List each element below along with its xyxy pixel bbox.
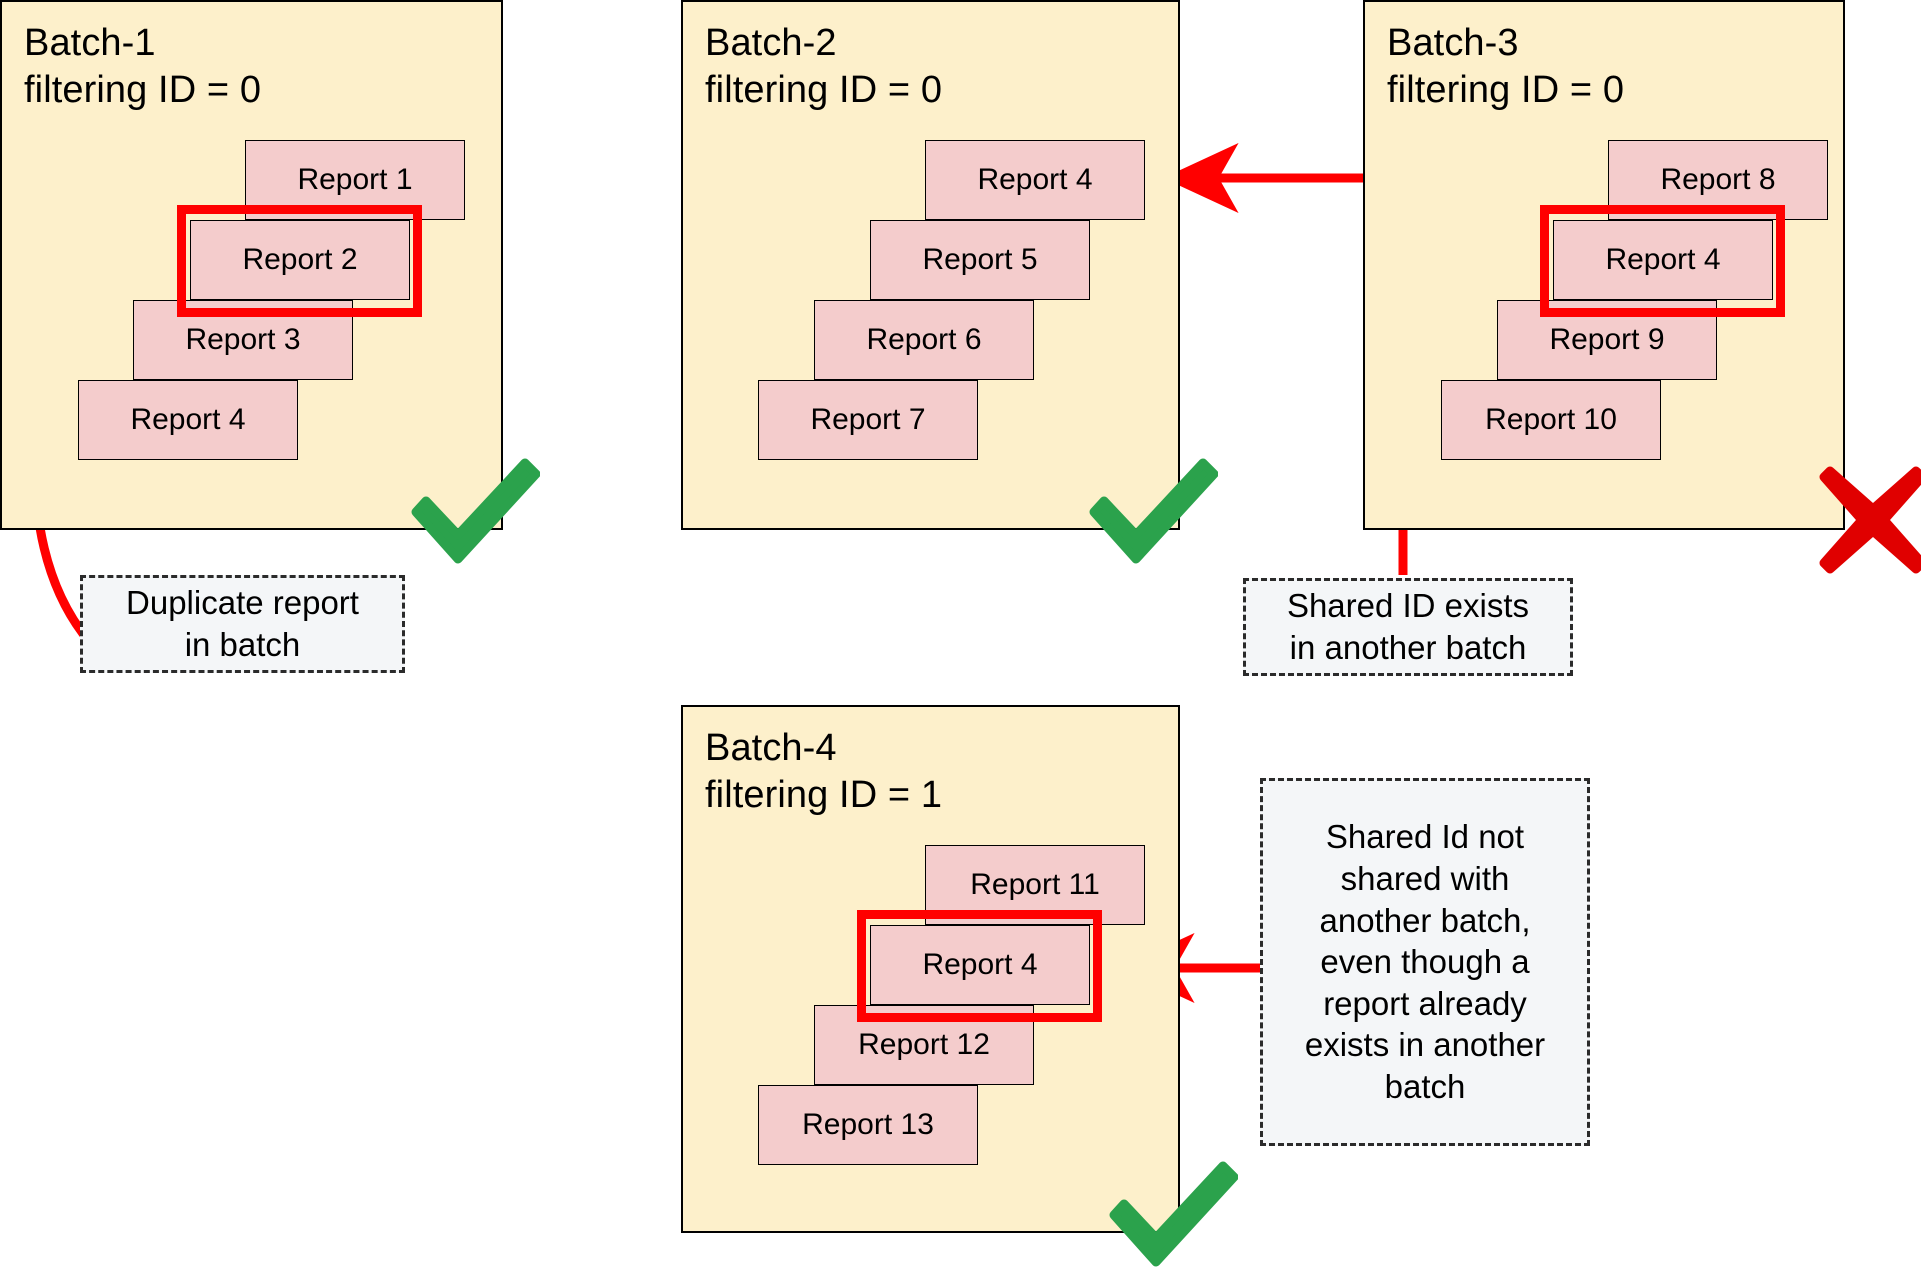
callout-text: Duplicate report in batch [126, 584, 359, 663]
batch-1-status [410, 455, 541, 578]
batch-1-report-3[interactable]: Report 3 [133, 300, 353, 380]
report-label: Report 11 [970, 868, 1100, 901]
batch-3-status [1818, 465, 1921, 580]
batch-2-report-1[interactable]: Report 4 [925, 140, 1145, 220]
batch-4-report-1[interactable]: Report 11 [925, 845, 1145, 925]
report-label: Report 8 [1660, 163, 1776, 196]
batch-4-report-4[interactable]: Report 13 [758, 1085, 978, 1165]
callout-duplicate-report[interactable]: Duplicate report in batch [80, 575, 405, 673]
batch-4-report-2[interactable]: Report 4 [870, 925, 1090, 1005]
batch-3-report-3[interactable]: Report 9 [1497, 300, 1717, 380]
batch-1-title: Batch-1 filtering ID = 0 [24, 22, 262, 112]
check-icon [1109, 1161, 1239, 1267]
report-label: Report 4 [1605, 243, 1721, 276]
batch-3-report-2[interactable]: Report 4 [1553, 220, 1773, 300]
report-label: Report 5 [922, 243, 1038, 276]
batch-2-report-4[interactable]: Report 7 [758, 380, 978, 460]
check-icon [411, 458, 541, 564]
batch-2-report-3[interactable]: Report 6 [814, 300, 1034, 380]
batch-2-title: Batch-2 filtering ID = 0 [705, 22, 943, 112]
batch-3-report-4[interactable]: Report 10 [1441, 380, 1661, 460]
report-label: Report 7 [810, 403, 926, 436]
report-label: Report 4 [977, 163, 1093, 196]
callout-text: Shared ID exists in another batch [1286, 587, 1530, 666]
report-label: Report 3 [185, 323, 301, 356]
check-icon [1089, 458, 1219, 564]
callout-shared-id-exists[interactable]: Shared ID exists in another batch [1243, 578, 1573, 676]
callout-shared-id-not-shared[interactable]: Shared Id not shared with another batch,… [1260, 778, 1590, 1146]
batch-3-title: Batch-3 filtering ID = 0 [1387, 22, 1625, 112]
batch-1-report-4[interactable]: Report 4 [78, 380, 298, 460]
report-label: Report 4 [922, 948, 1038, 981]
batch-3-report-1[interactable]: Report 8 [1608, 140, 1828, 220]
cross-icon [1819, 466, 1921, 574]
batch-2-status [1088, 455, 1219, 578]
report-label: Report 2 [242, 243, 358, 276]
report-label: Report 6 [866, 323, 982, 356]
report-label: Report 10 [1485, 403, 1617, 436]
batch-4-title: Batch-4 filtering ID = 1 [705, 727, 943, 817]
batch-2-report-2[interactable]: Report 5 [870, 220, 1090, 300]
batch-1-report-2[interactable]: Report 2 [190, 220, 410, 300]
report-label: Report 12 [858, 1028, 990, 1061]
batch-4-status [1108, 1158, 1239, 1270]
report-label: Report 13 [802, 1108, 934, 1141]
report-label: Report 4 [130, 403, 246, 436]
report-label: Report 9 [1549, 323, 1665, 356]
batch-1-report-1[interactable]: Report 1 [245, 140, 465, 220]
batch-4-report-3[interactable]: Report 12 [814, 1005, 1034, 1085]
callout-text: Shared Id not shared with another batch,… [1304, 818, 1546, 1105]
report-label: Report 1 [297, 163, 413, 196]
